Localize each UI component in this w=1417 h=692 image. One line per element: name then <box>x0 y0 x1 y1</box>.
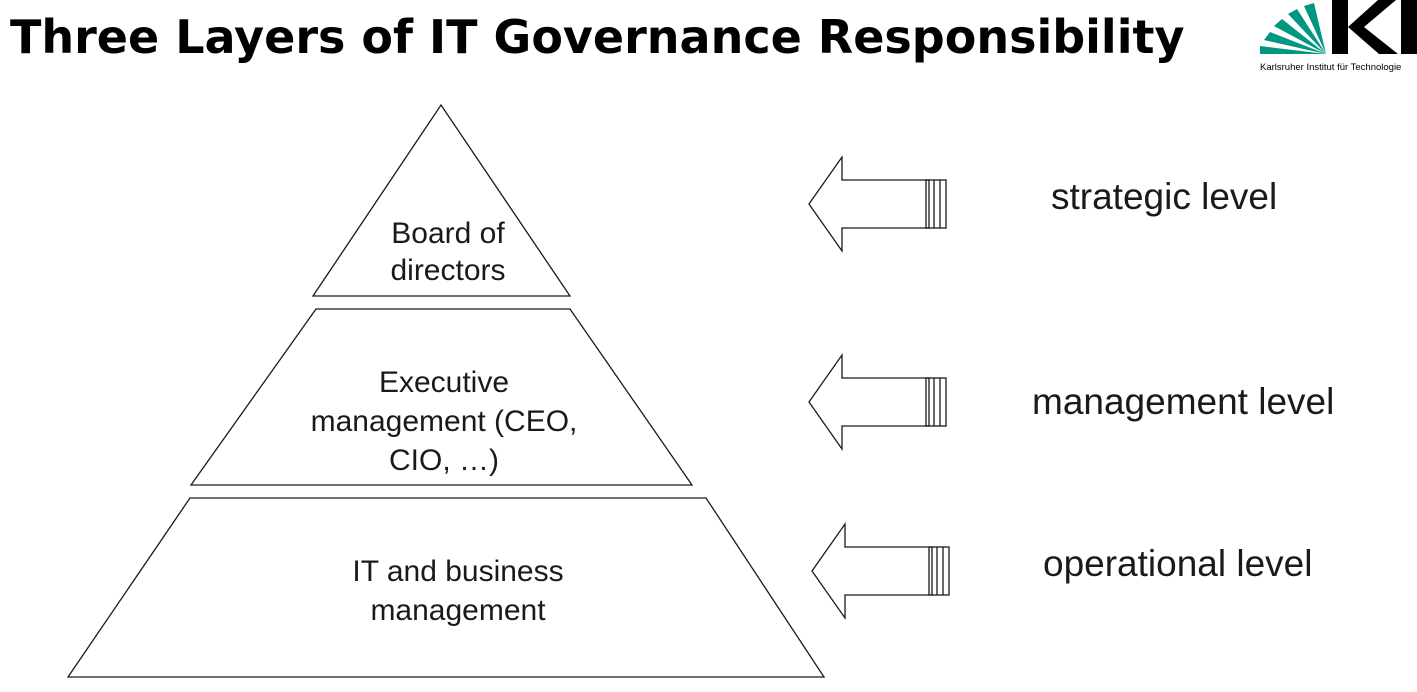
tier-middle-label-line-1: Executive <box>379 366 509 399</box>
level-label-management: management level <box>1032 381 1334 422</box>
arrow-left-icon <box>808 352 947 452</box>
tier-bottom-label-line-2: management <box>370 594 546 627</box>
slide-title: Three Layers of IT Governance Responsibi… <box>10 10 1185 64</box>
tier-top-label-line-1: Board of <box>391 217 505 250</box>
arrow-left-icon <box>811 521 950 621</box>
level-label-strategic: strategic level <box>1051 176 1277 217</box>
pyramid-tier-bottom <box>66 497 826 678</box>
pyramid-tier-top <box>311 103 572 297</box>
kit-logo: Karlsruher Institut für Technologie <box>1258 0 1417 78</box>
tier-bottom-label-line-1: IT and business <box>352 555 563 588</box>
kit-logo-rays-icon <box>1260 3 1326 54</box>
kit-logo-letters-icon <box>1332 0 1417 54</box>
tier-middle-label-line-2: management (CEO, <box>311 405 578 438</box>
tier-middle-label-line-3: CIO, …) <box>389 444 499 477</box>
level-label-operational: operational level <box>1043 543 1312 584</box>
arrow-left-icon <box>808 154 947 254</box>
kit-logo-caption: Karlsruher Institut für Technologie <box>1260 62 1401 73</box>
pyramid-tier-middle <box>189 308 694 486</box>
tier-top-label-line-2: directors <box>390 254 505 287</box>
